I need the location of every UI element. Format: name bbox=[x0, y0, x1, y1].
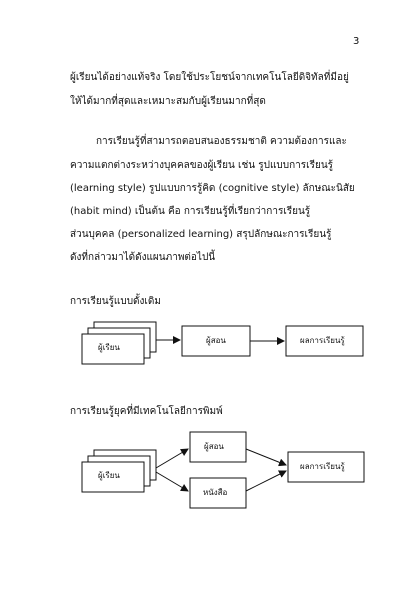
diagram1-outcome-label: ผลการเรียนรู้ bbox=[300, 336, 345, 345]
paragraph2-line-5: ส่วนบุคคล (personalized learning) สรุปลั… bbox=[70, 229, 332, 240]
diagram2-learner-label: ผู้เรียน bbox=[98, 471, 120, 480]
diagram2-title: การเรียนรู้ยุคที่มีเทคโนโลยีการพิมพ์ bbox=[70, 406, 223, 417]
diagram2-book-box bbox=[189, 477, 247, 509]
page-number: 3 bbox=[353, 36, 360, 47]
paragraph2-line-6: ดังที่กล่าวมาได้ดังแผนภาพต่อไปนี้ bbox=[70, 252, 216, 263]
diagram1-title: การเรียนรู้แบบดั้งเดิม bbox=[70, 296, 161, 307]
diagram2-arrow-learner-teacher bbox=[155, 448, 189, 469]
diagram1-teacher-label: ผู้สอน bbox=[206, 336, 226, 345]
diagram2-outcome-label: ผลการเรียนรู้ bbox=[300, 462, 345, 471]
paragraph1-line-2: ให้ได้มากที่สุดและเหมาะสมกับผู้เรียนมากท… bbox=[70, 96, 266, 107]
diagram2-teacher-label: ผู้สอน bbox=[204, 442, 224, 451]
paragraph2-line-1: การเรียนรู้ที่สามารถตอบสนองธรรมชาติ ความ… bbox=[96, 136, 347, 147]
diagram2-learner-stack bbox=[81, 449, 157, 493]
paragraph1-line-1: ผู้เรียนได้อย่างแท้จริง โดยใช้ประโยชน์จา… bbox=[70, 72, 349, 83]
diagram1-learner-box-front bbox=[81, 333, 145, 365]
diagram2-arrow-teacher-outcome bbox=[245, 448, 287, 467]
diagram2-learner-box-front bbox=[81, 461, 145, 493]
diagram2-arrow-book-outcome bbox=[245, 470, 287, 492]
diagram1-learner-stack bbox=[81, 321, 157, 365]
diagram1-learner-label: ผู้เรียน bbox=[98, 343, 120, 352]
paragraph2-line-4: (habit mind) เป็นต้น คือ การเรียนรู้ที่เ… bbox=[70, 206, 311, 217]
diagram1-teacher-box bbox=[181, 325, 251, 357]
diagram2-arrow-learner-book bbox=[155, 471, 189, 492]
diagram2-outcome-box bbox=[287, 451, 365, 483]
diagram1-outcome-box bbox=[285, 325, 364, 357]
diagram2-teacher-box bbox=[189, 431, 247, 463]
diagram2-book-label: หนังสือ bbox=[203, 488, 228, 497]
paragraph2-line-2: ความแตกต่างระหว่างบุคคลของผู้เรียน เช่น … bbox=[70, 160, 334, 171]
paragraph2-line-3: (learning style) รูปแบบการรู้คิด (cognit… bbox=[70, 183, 355, 194]
